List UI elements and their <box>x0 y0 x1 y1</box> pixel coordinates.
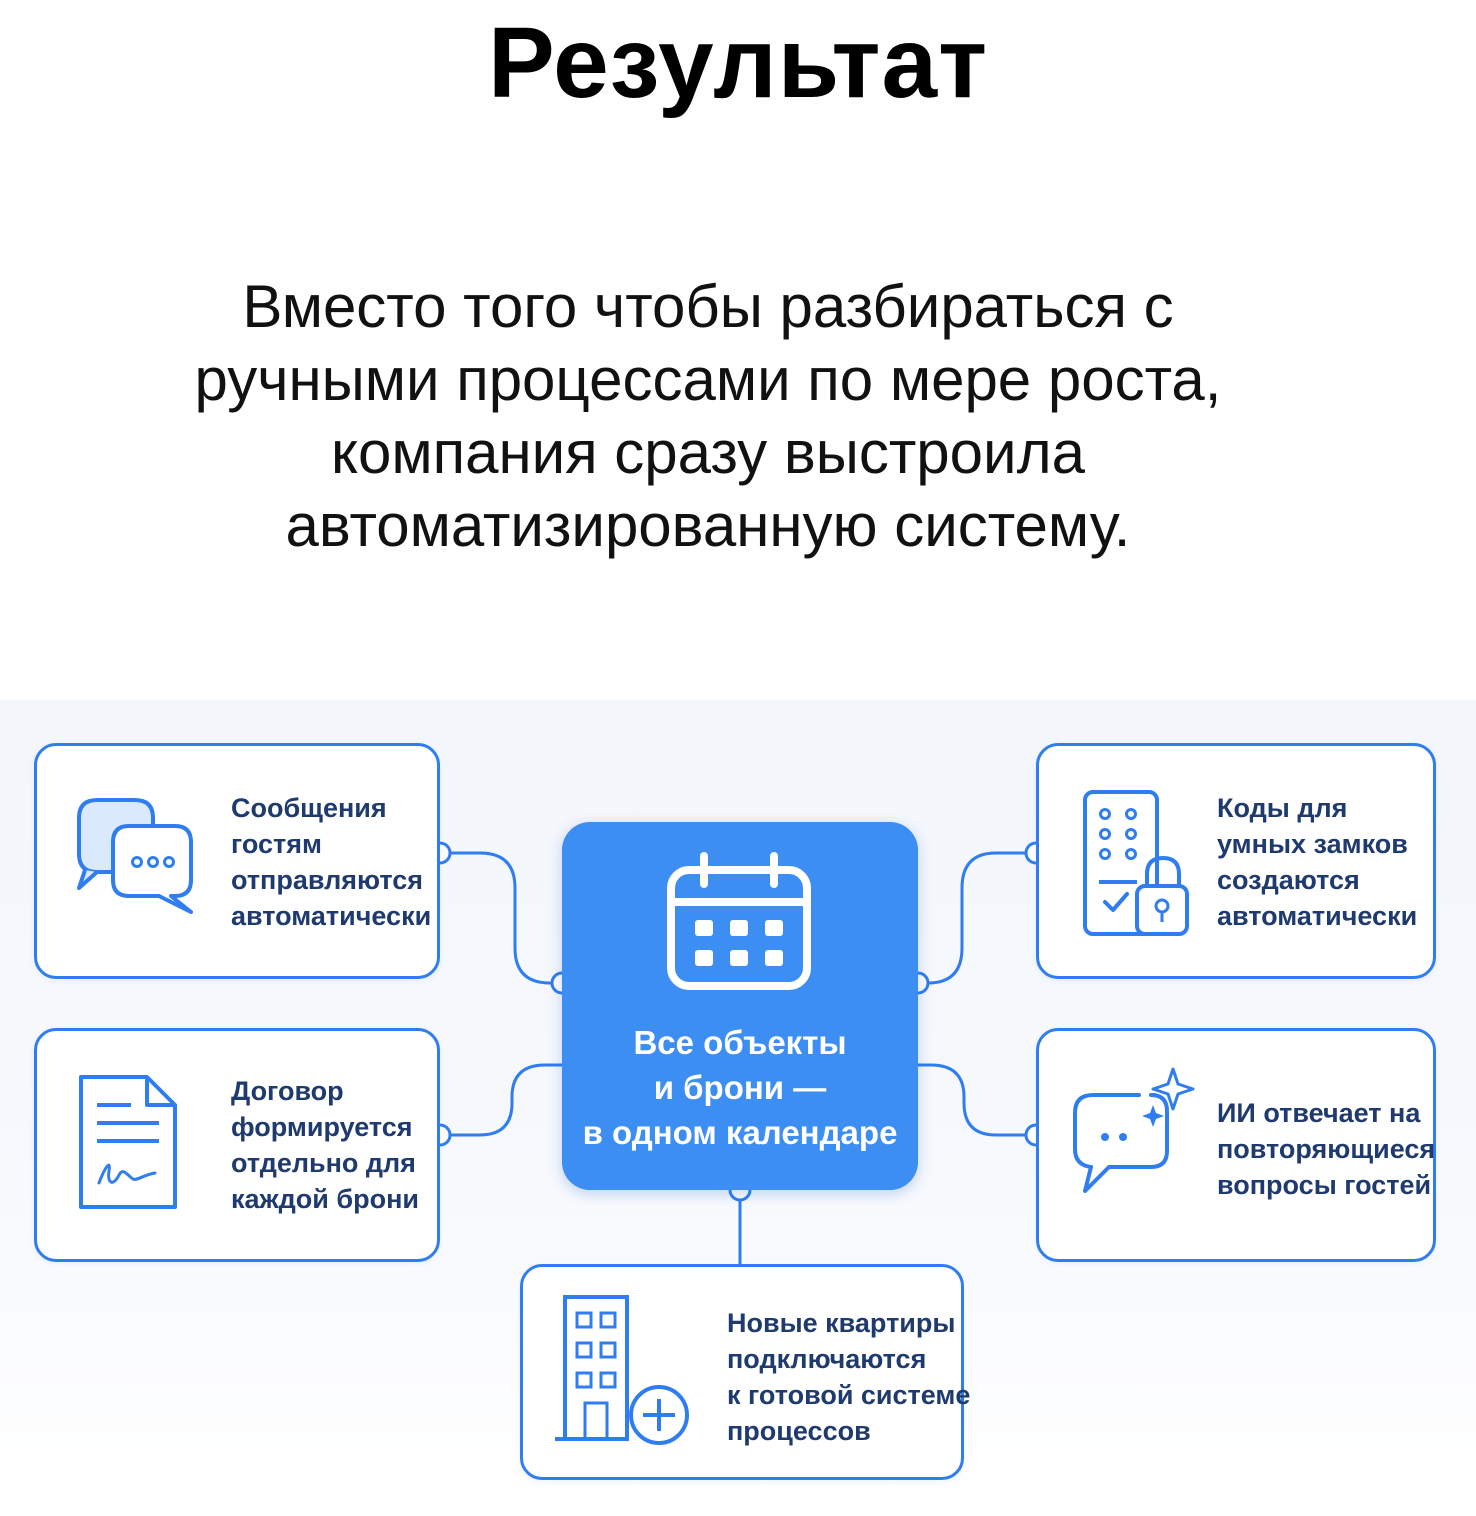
card-line: формируется <box>231 1112 413 1142</box>
central-card-line: в одном календаре <box>582 1114 898 1151</box>
card-line: гостям <box>231 829 322 859</box>
card-line: автоматически <box>1217 901 1418 931</box>
card-line: подключаются <box>727 1344 927 1374</box>
ai-chat-sparkle-icon <box>1073 1067 1195 1193</box>
card-guest-messages-text: Сообщения гостям отправляются автоматиче… <box>231 790 431 934</box>
card-line: создаются <box>1217 865 1360 895</box>
card-line: процессов <box>727 1416 871 1446</box>
page-title: Результат <box>487 7 989 119</box>
card-new-apartments: Новые квартиры подключаются к готовой си… <box>520 1264 970 1480</box>
card-line: отдельно для <box>231 1148 416 1178</box>
subtitle-line: Вместо того чтобы разбираться с <box>242 273 1174 340</box>
central-calendar-card: Все объекты и брони — в одном календаре <box>562 822 918 1190</box>
card-ai-answers: ИИ отвечает на повторяющиеся вопросы гос… <box>1036 1028 1436 1262</box>
card-line: умных замков <box>1217 829 1408 859</box>
card-line: к готовой системе <box>727 1380 971 1410</box>
card-line: Коды для <box>1217 793 1348 823</box>
subtitle-line: компания сразу выстроила <box>331 419 1085 486</box>
signed-document-icon <box>79 1075 177 1209</box>
central-card-line: Все объекты <box>633 1024 847 1061</box>
card-line: ИИ отвечает на <box>1217 1098 1421 1128</box>
central-card-line: и брони — <box>653 1069 827 1106</box>
smart-lock-keypad-icon <box>1083 790 1189 936</box>
card-line: повторяющиеся <box>1217 1134 1436 1164</box>
subtitle: Вместо того чтобы разбираться с ручными … <box>100 270 1316 562</box>
card-contract: Договор формируется отдельно для каждой … <box>34 1028 440 1262</box>
card-smart-lock-codes-text: Коды для умных замков создаются автомати… <box>1217 790 1417 934</box>
building-plus-icon <box>555 1295 689 1445</box>
card-line: отправляются <box>231 865 424 895</box>
card-line: Новые квартиры <box>727 1308 956 1338</box>
card-line: каждой брони <box>231 1184 419 1214</box>
chat-bubbles-icon <box>77 798 193 914</box>
card-line: Договор <box>231 1076 344 1106</box>
card-contract-text: Договор формируется отдельно для каждой … <box>231 1073 419 1217</box>
card-line: автоматически <box>231 901 432 931</box>
calendar-icon <box>667 852 811 990</box>
card-ai-answers-text: ИИ отвечает на повторяющиеся вопросы гос… <box>1217 1095 1435 1203</box>
card-line: вопросы гостей <box>1217 1170 1432 1200</box>
process-diagram: Все объекты и брони — в одном календаре … <box>0 700 1476 1516</box>
card-smart-lock-codes: Коды для умных замков создаются автомати… <box>1036 743 1436 979</box>
card-guest-messages: Сообщения гостям отправляются автоматиче… <box>34 743 440 979</box>
central-card-label: Все объекты и брони — в одном календаре <box>562 1020 918 1155</box>
card-new-apartments-text: Новые квартиры подключаются к готовой си… <box>727 1305 970 1449</box>
subtitle-line: автоматизированную систему. <box>285 492 1131 559</box>
card-line: Сообщения <box>231 793 387 823</box>
subtitle-line: ручными процессами по мере роста, <box>194 346 1222 413</box>
